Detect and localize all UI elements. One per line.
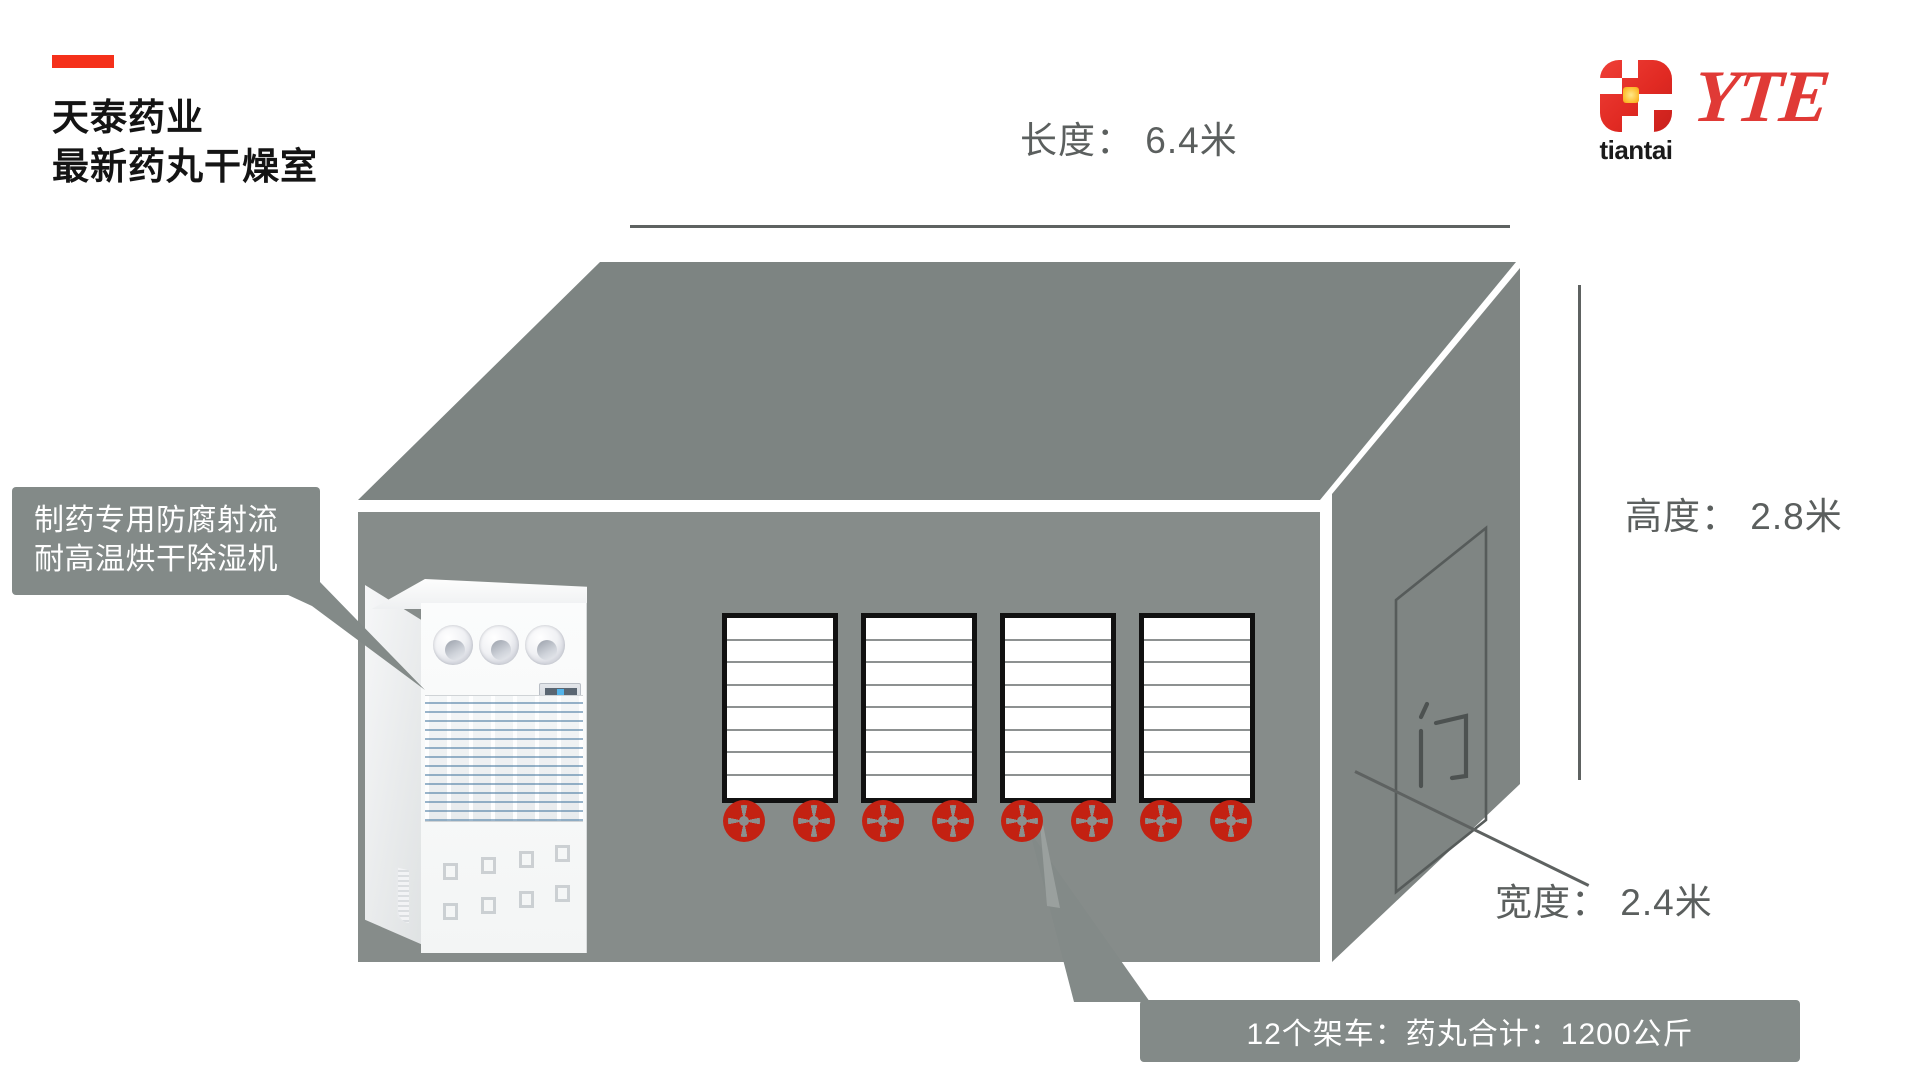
rack-wheel-icon xyxy=(999,798,1045,844)
height-measure-line xyxy=(1578,285,1581,780)
door-character-icon xyxy=(1418,701,1469,789)
dehumidifier-lower-panel xyxy=(425,829,583,951)
air-outlet-nozzle-icon xyxy=(433,625,473,665)
page-subtitle: 最新药丸干燥室 xyxy=(52,145,318,187)
page-title: 天泰药业 xyxy=(52,97,204,138)
rack-wheel-icon xyxy=(1138,798,1184,844)
rack-wheel-icon xyxy=(1069,798,1115,844)
drying-rack[interactable] xyxy=(1000,613,1116,803)
rack-pointer-needle xyxy=(1038,800,1060,908)
length-dimension-label: 长度： 6.4米 xyxy=(1020,120,1238,161)
cart-capacity-text: 12个架车：药丸合计：1200公斤 xyxy=(1246,1018,1694,1051)
dehumidifier-louver-vents xyxy=(425,695,583,822)
rack-wheel-icon xyxy=(1208,798,1254,844)
room-ceiling xyxy=(358,262,1516,500)
logo-center-dot xyxy=(1623,87,1639,103)
rack-wheel-icon xyxy=(930,798,976,844)
dehumidifier-callout-tail xyxy=(260,582,425,690)
cart-pointer-wedge xyxy=(1030,832,1150,1002)
digital-readout xyxy=(545,688,577,699)
drying-rack[interactable] xyxy=(1139,613,1255,803)
air-outlet-nozzle-icon xyxy=(479,625,519,665)
drying-rack[interactable] xyxy=(861,613,977,803)
drying-rack[interactable] xyxy=(722,613,838,803)
cart-capacity-callout: 12个架车：药丸合计：1200公斤 xyxy=(1140,1000,1800,1062)
dehumidifier-callout-line-2: 耐高温烘干除湿机 xyxy=(34,543,278,576)
air-outlet-nozzle-icon xyxy=(525,625,565,665)
dehumidifier-unit xyxy=(365,567,615,957)
room-side-wall xyxy=(1332,268,1520,962)
title-block: 天泰药业 最新药丸干燥室 xyxy=(52,55,318,192)
rack-wheel-icon xyxy=(721,798,767,844)
power-cord xyxy=(395,867,409,923)
height-dimension-label: 高度： 2.8米 xyxy=(1625,496,1843,537)
door-outline xyxy=(1394,525,1488,895)
logo-wordmark: tiantai xyxy=(1599,135,1673,165)
rack-wheel-icon xyxy=(791,798,837,844)
logo-mark-wrap: tiantai xyxy=(1590,60,1682,166)
dehumidifier-callout-line-1: 制药专用防腐射流 xyxy=(34,504,278,537)
rack-wheel-icon xyxy=(860,798,906,844)
dehumidifier-callout: 制药专用防腐射流 耐高温烘干除湿机 xyxy=(12,487,320,595)
tiantai-logo-icon xyxy=(1600,60,1672,132)
width-dimension-label: 宽度： 2.4米 xyxy=(1495,882,1713,923)
title-accent-rule xyxy=(52,55,114,68)
length-measure-line xyxy=(630,225,1510,228)
brand-logo: tiantai YTE xyxy=(1590,56,1832,166)
